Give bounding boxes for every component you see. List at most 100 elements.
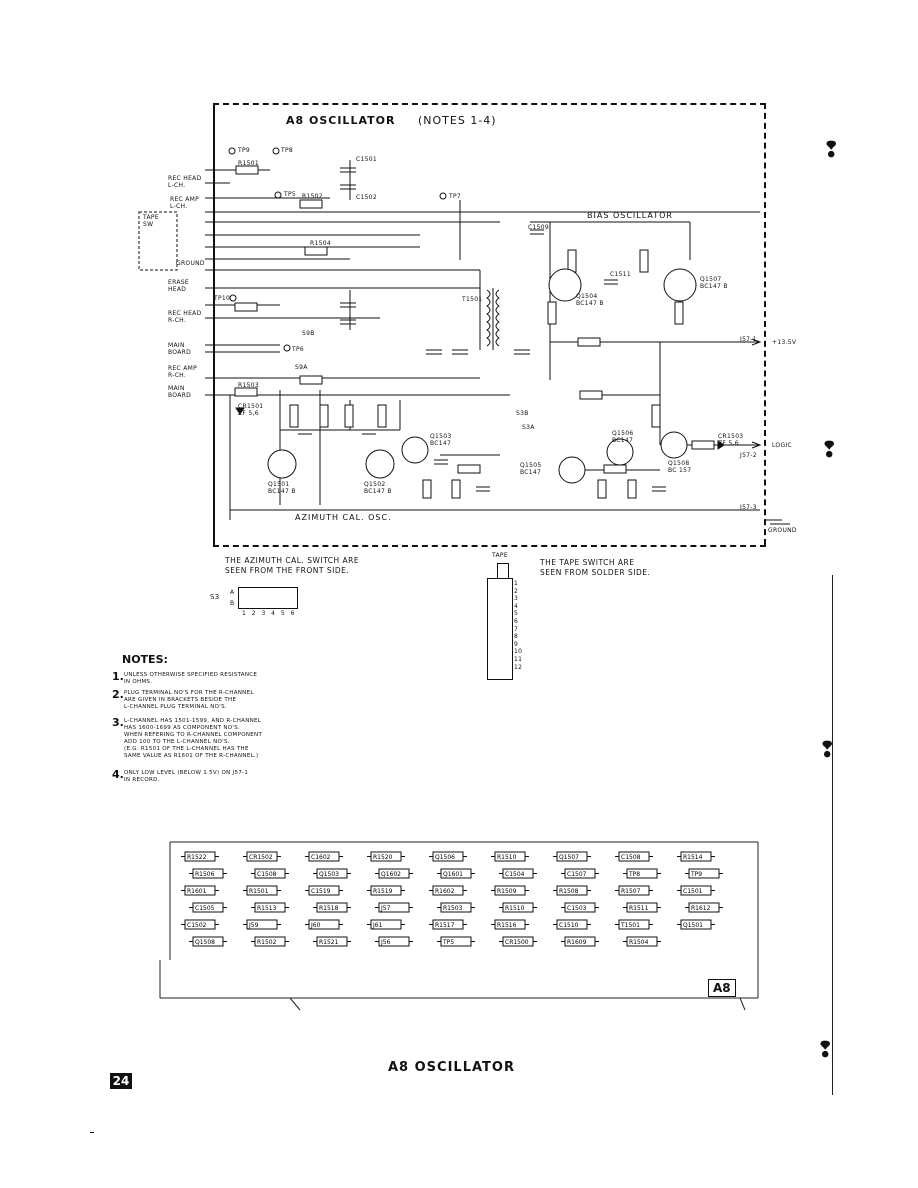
label-s9b: S9B — [302, 330, 315, 337]
schematic-frame-left — [213, 103, 768, 545]
pcb-part-label: R1602 — [435, 888, 455, 895]
pcb-part-label: C1501 — [683, 888, 703, 895]
tape-switch-label: TAPE — [492, 552, 508, 559]
label-q1503: Q1503 BC147 — [430, 433, 452, 447]
pcb-part-label: R1520 — [373, 854, 393, 861]
note-2: 2. PLUG TERMINAL NO'S FOR THE R-CHANNEL … — [112, 688, 372, 716]
schematic-frame-bottom — [213, 545, 766, 547]
pcb-part-label: TP9 — [690, 871, 702, 878]
right-label-logic: LOGIC — [772, 442, 792, 449]
pcb-part-label: Q1501 — [683, 922, 703, 929]
label-q1506: Q1506 BC147 — [612, 430, 634, 444]
punch-hole-mark: ❢ — [816, 1038, 835, 1063]
label-r1503: R1503 — [238, 382, 259, 389]
tape-pin: 1 — [514, 580, 519, 587]
pcb-part-label: Q1601 — [443, 871, 463, 878]
pcb-part-label: R1601 — [187, 888, 207, 895]
label-q1507: Q1507 BC147 B — [700, 276, 728, 290]
pcb-part-label: R1509 — [497, 888, 517, 895]
label-r1502: R1502 — [302, 193, 323, 200]
s3-row-b: B — [230, 600, 235, 607]
label-s3b: S3B — [516, 410, 529, 417]
s3-label: S3 — [210, 593, 220, 601]
pcb-part-label: R1506 — [195, 871, 215, 878]
pcb-part-label: CR1500 — [505, 939, 529, 946]
label-q1508: Q1508 BC 157 — [668, 460, 692, 474]
note-1: 1. UNLESS OTHERWISE SPECIFIED RESISTANCE… — [112, 670, 372, 688]
left-label-main-board-1: MAIN BOARD — [168, 342, 192, 356]
pcb-part-label: C1602 — [311, 854, 331, 861]
connector-j57-2: J57-2 — [740, 452, 757, 459]
label-tp10: TP10 — [214, 295, 231, 302]
pcb-part-label: R1507 — [621, 888, 641, 895]
azimuth-switch-note: THE AZIMUTH CAL. SWITCH ARE SEEN FROM TH… — [225, 556, 360, 575]
tape-pin: 6 — [514, 617, 519, 625]
board-label: A8 — [708, 979, 736, 997]
punch-hole-mark: ❢ — [818, 738, 837, 763]
left-label-main-board-2: MAIN BOARD — [168, 385, 192, 399]
note-3: 3. L-CHANNEL HAS 1501-1599, AND R-CHANNE… — [112, 716, 372, 766]
left-label-ground: GROUND — [176, 260, 205, 267]
schematic-notes-ref: (NOTES 1-4) — [418, 114, 497, 127]
note-4: 4. ONLY LOW LEVEL (BELOW 1.5V) ON J57-1 … — [112, 768, 372, 786]
pcb-part-label: J61 — [372, 922, 383, 929]
tape-pin: 2 — [514, 587, 519, 595]
pcb-part-label: C1510 — [559, 922, 579, 929]
note-text: PLUG TERMINAL NO'S FOR THE R-CHANNEL ARE… — [124, 690, 254, 710]
left-label-rec-amp-l: REC AMP L-CH. — [170, 196, 200, 210]
right-label-supply: +13.5V — [772, 339, 797, 346]
label-r1501: R1501 — [238, 160, 259, 167]
s3-switch-body — [238, 587, 298, 609]
note-text: UNLESS OTHERWISE SPECIFIED RESISTANCE IN… — [124, 672, 258, 685]
label-q1505: Q1505 BC147 — [520, 462, 542, 476]
pcb-part-label: R1513 — [257, 905, 277, 912]
right-label-ground: GROUND — [768, 527, 797, 534]
bias-oscillator-label: BIAS OSCILLATOR — [587, 211, 673, 220]
label-tp5: TP5 — [284, 191, 297, 198]
pcb-part-label: J57 — [380, 905, 391, 912]
pcb-part-label: R1510 — [497, 854, 517, 861]
pcb-part-label: R1508 — [559, 888, 579, 895]
tape-pin: 12 — [514, 663, 523, 671]
punch-hole-mark: ❢ — [820, 438, 839, 463]
label-r1504: R1504 — [310, 240, 331, 247]
pcb-part-label: Q1602 — [381, 871, 401, 878]
left-label-rec-head-l: REC HEAD L-CH. — [168, 175, 202, 189]
pcb-part-label: Q1506 — [435, 854, 455, 861]
page-number: 24 — [110, 1073, 132, 1089]
pcb-part-label: R1609 — [567, 939, 587, 946]
label-c1511: C1511 — [610, 271, 631, 278]
pcb-part-label: C1502 — [187, 922, 207, 929]
left-label-rec-amp-r: REC AMP R-CH. — [168, 365, 198, 379]
note-number: 4. — [112, 768, 124, 781]
label-s9a: S9A — [295, 364, 308, 371]
schematic-title: A8 OSCILLATOR — [286, 114, 396, 127]
note-text: ONLY LOW LEVEL (BELOW 1.5V) ON J57-1 IN … — [124, 770, 249, 783]
pcb-part-label: CR1502 — [249, 854, 273, 861]
pcb-part-label: R1510 — [505, 905, 525, 912]
label-tp6: TP6 — [292, 346, 305, 353]
pcb-part-label: C1503 — [567, 905, 587, 912]
tape-pin: 3 — [514, 595, 519, 603]
tape-switch-body — [487, 578, 513, 680]
tape-pin: 7 — [514, 625, 519, 633]
label-tp7: TP7 — [449, 193, 462, 200]
tape-switch-note: THE TAPE SWITCH ARE SEEN FROM SOLDER SID… — [540, 558, 651, 577]
pcb-part-label: R1517 — [435, 922, 455, 929]
pcb-part-label: J60 — [310, 922, 321, 929]
pcb-part-label: C1504 — [505, 871, 525, 878]
pcb-part-label: R1612 — [691, 905, 711, 912]
note-number: 2. — [112, 688, 124, 701]
pcb-part-label: R1521 — [319, 939, 339, 946]
label-q1501: Q1501 BC147 B — [268, 481, 296, 495]
pcb-part-label: R1504 — [629, 939, 649, 946]
note-text: L-CHANNEL HAS 1501-1599, AND R-CHANNEL H… — [124, 718, 263, 759]
left-label-tape-sw: TAPE SW — [143, 214, 159, 228]
tape-switch-pins: 1 2 3 4 5 6 7 8 9 10 11 12 — [514, 580, 522, 671]
pcb-part-label: TP5 — [442, 939, 454, 946]
pcb-part-label: R1514 — [683, 854, 703, 861]
pcb-part-label: R1519 — [373, 888, 393, 895]
tape-pin: 11 — [514, 655, 523, 663]
pcb-part-label: Q1508 — [195, 939, 215, 946]
